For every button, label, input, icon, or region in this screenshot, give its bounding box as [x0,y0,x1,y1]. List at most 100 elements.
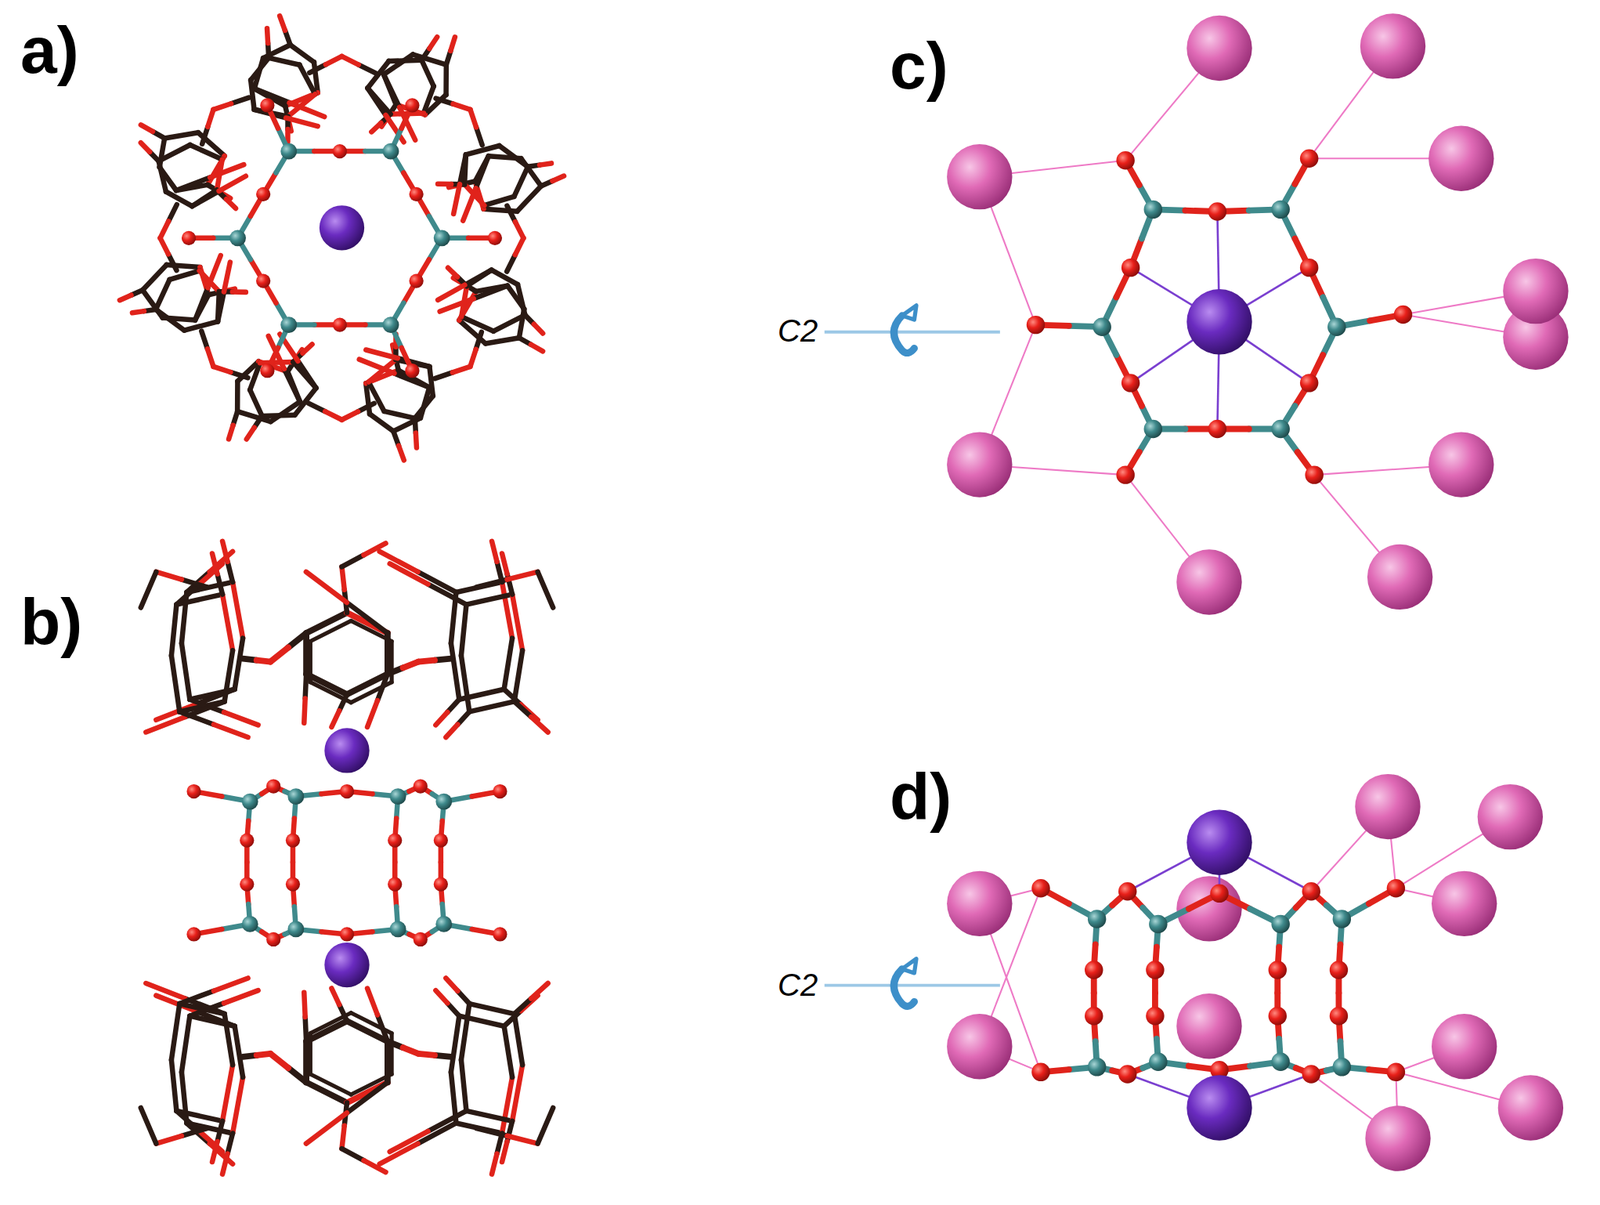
bond [290,44,315,62]
bond [160,220,170,238]
bond [476,1127,507,1136]
pink-atom [946,144,1012,210]
rotation-arrow [902,958,917,973]
bond [176,584,199,605]
teal-atom [1327,317,1346,336]
bond [155,309,185,331]
pink-atom [1431,1013,1497,1079]
bond [461,1059,467,1111]
bond [284,368,300,402]
red-atom [492,783,507,799]
bond [346,1081,388,1113]
bond [181,1127,208,1136]
red-atom [266,931,281,947]
red-atom [1145,960,1164,979]
bond [461,316,494,331]
panel-a-top-view [119,15,564,460]
bond [171,604,177,656]
bond [179,711,214,724]
red-atom [1300,373,1319,392]
bond [132,310,145,313]
purple-atom [319,205,365,250]
bond [491,541,498,562]
bond [453,184,460,214]
bond [166,191,192,206]
bond [507,571,539,580]
red-atom [1386,1062,1405,1081]
bond [445,977,458,990]
bond [341,1125,344,1149]
red-atom [1084,960,1103,979]
bond [452,366,471,373]
bond [310,620,351,641]
bond [429,366,433,396]
bond [515,238,524,255]
panel-b-side-view [140,541,553,1174]
bond [384,411,416,419]
rotation-arrow [902,305,917,320]
bond [191,191,219,206]
pink-atom [1186,15,1252,81]
bond [140,1107,157,1144]
bond [476,579,507,588]
rotation-arrow [893,315,914,354]
bond [473,285,508,299]
bond [140,571,157,608]
bond [250,79,254,109]
bond [383,74,400,108]
bond [423,86,434,113]
pink-atom [1502,258,1568,324]
bond [294,387,316,415]
bond [341,566,344,589]
bond [451,642,459,700]
bond [506,205,515,223]
bond [341,554,364,567]
bond [158,144,191,162]
teal-atom [241,793,259,810]
red-atom [332,317,347,332]
bond [308,403,326,412]
bond [341,56,358,66]
teal-atom [229,229,246,246]
bond [227,1133,234,1154]
red-atom [1121,373,1140,392]
bond [367,87,386,115]
bond [232,581,243,639]
bond [461,655,470,712]
bond [341,411,358,419]
rotation-arrow [893,968,914,1007]
bond [358,65,376,74]
bond [262,415,296,416]
bond [450,36,456,51]
bond [502,552,508,574]
red-atom [332,144,347,159]
pink-atom [1176,993,1242,1059]
panel-label: d) [889,763,952,830]
bond [434,372,453,379]
pink-atom [1428,431,1494,497]
teal-atom [390,787,407,805]
red-atom [1394,305,1413,324]
bond [119,295,132,300]
bond [493,314,525,332]
bond [181,642,190,700]
panel-label: a) [20,17,80,84]
bond [464,270,492,286]
bond [346,602,388,633]
bond [190,144,223,159]
red-atom [1026,315,1045,334]
bond [168,204,177,221]
teal-atom [280,143,297,160]
bond [140,124,153,132]
bond [476,155,489,188]
bond [305,673,307,698]
pink-atom [1431,870,1497,936]
pink-atom [1176,875,1242,941]
bond [507,1135,539,1144]
bond [389,60,423,62]
bond [303,343,313,353]
bond [176,1110,199,1131]
bond [268,57,300,66]
pink-atom [1365,1105,1431,1171]
